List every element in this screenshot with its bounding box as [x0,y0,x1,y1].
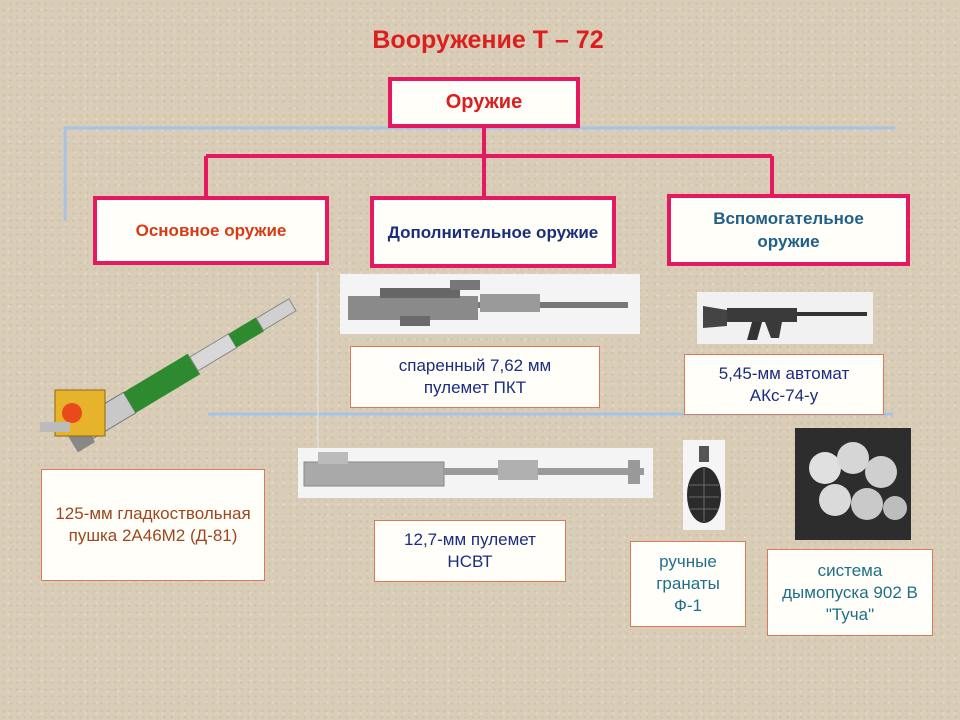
tank-gun-image [40,298,297,453]
label-smoke: система дымопуска 902 В "Туча" [767,549,933,636]
root-box: Оружие [388,77,580,128]
nsvt-machine-gun-image [298,448,653,498]
category-main-weapon: Основное оружие [93,196,329,265]
label-pkt: спаренный 7,62 мм пулемет ПКТ [350,346,600,408]
smoke-system-image [795,428,911,540]
aks-rifle-image [697,292,873,344]
pkt-machine-gun-image [340,274,640,334]
category-additional-weapon: Дополнительное оружие [370,196,616,268]
label-grenade: ручные гранаты Ф-1 [630,541,746,627]
label-nsvt: 12,7-мм пулемет НСВТ [374,520,566,582]
label-aks: 5,45-мм автомат АКс-74-у [684,354,884,415]
label-gun: 125-мм гладкоствольная пушка 2А46М2 (Д-8… [41,469,265,581]
grenade-image [683,440,725,530]
page-title: Вооружение Т – 72 [372,26,604,54]
category-auxiliary-weapon: Вспомогательное оружие [667,194,910,266]
